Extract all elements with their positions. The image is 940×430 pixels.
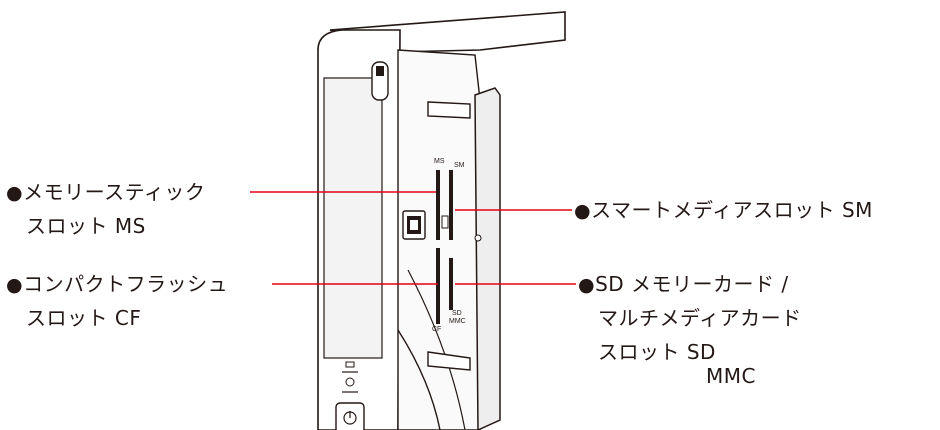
slot-cf: [436, 248, 440, 324]
slot-sm: [449, 170, 453, 240]
callout-sd-line3: スロット SD: [598, 340, 716, 364]
front-door: [474, 87, 501, 430]
slot-label-cf: CF: [432, 326, 442, 333]
door-clip-top: [427, 101, 471, 119]
slot-indicator: [441, 215, 449, 229]
door-clip-bottom: [427, 351, 471, 371]
lock-icon: [371, 61, 389, 101]
slot-label-sm: SM: [454, 162, 465, 169]
slot-label-ms: MS: [434, 158, 445, 165]
callout-cf-line1: コンパクトフラッシュ: [23, 272, 229, 296]
callout-sd-line2: マルチメディアカード: [598, 306, 802, 330]
callout-bullet: ●: [6, 274, 24, 296]
slot-label-sd: SD: [452, 310, 462, 317]
slot-ms: [436, 170, 440, 240]
door-screw: [474, 234, 482, 242]
callout-bullet: ●: [6, 182, 24, 204]
callout-bullet: ●: [578, 274, 596, 296]
callout-ms-line1: メモリースティック: [23, 180, 206, 204]
callout-sd-line1: SD メモリーカード /: [595, 272, 789, 296]
callout-ms: ●メモリースティック: [6, 178, 205, 207]
slot-sd: [449, 258, 453, 310]
callout-sd: ●SD メモリーカード /: [578, 270, 789, 299]
disk-activity-icon: [342, 361, 358, 373]
slot-label-mmc: MMC: [449, 318, 466, 325]
callout-sm-line1: スマートメディアスロット SM: [591, 198, 873, 222]
callout-sm: ●スマートメディアスロット SM: [574, 196, 873, 225]
callout-ms-line2: スロット MS: [26, 214, 146, 238]
power-button-icon: [335, 402, 365, 430]
callout-cf: ●コンパクトフラッシュ: [6, 270, 228, 299]
power-indicator-icon: [342, 377, 358, 393]
case-face-recess: [323, 77, 383, 359]
callout-bullet: ●: [574, 200, 592, 222]
callout-cf-line2: スロット CF: [26, 306, 142, 330]
callout-sd-line4: MMC: [706, 364, 756, 388]
usb-port-icon: [402, 210, 426, 240]
